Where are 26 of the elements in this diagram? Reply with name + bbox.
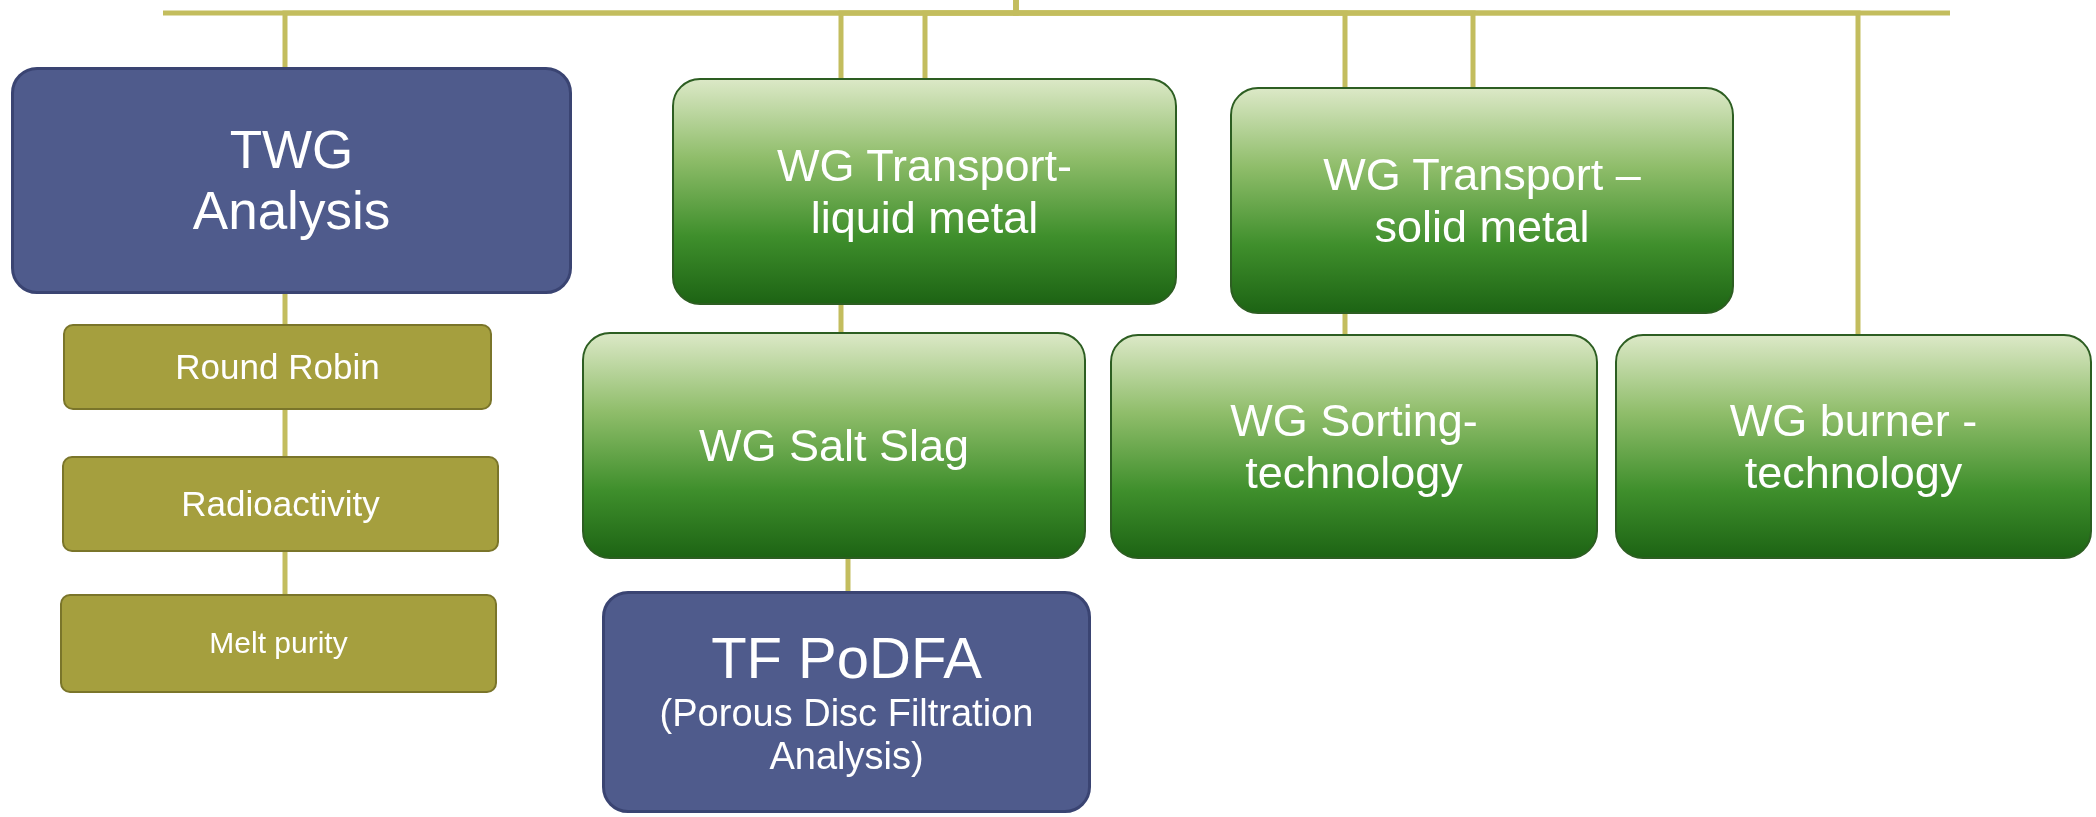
connector-line (282, 552, 288, 594)
working-group-box (1230, 87, 1734, 314)
node-title: WG Transport – solid metal (1322, 148, 1642, 253)
node-title: Radioactivity (181, 483, 380, 525)
node-subtitle: (Porous Disc Filtration Analysis) (658, 691, 1035, 780)
group-box (602, 591, 1091, 813)
working-group-box (1615, 334, 2092, 559)
node-title: WG Salt Slag (698, 419, 970, 472)
working-group-box (672, 78, 1177, 305)
node-title: Round Robin (175, 346, 380, 388)
node-title: WG Transport- liquid metal (775, 139, 1074, 244)
connector-line (845, 559, 851, 591)
node-title: WG burner - technology (1728, 394, 1979, 499)
topic-box (60, 594, 497, 693)
connector-line (1013, 0, 1861, 334)
connector-line (282, 294, 288, 324)
connector-line (282, 410, 288, 456)
node-title: TWG Analysis (191, 119, 392, 242)
node-title: TF PoDFA (711, 624, 982, 692)
node-title: Melt purity (209, 626, 348, 661)
topic-box (63, 324, 492, 410)
node-title: WG Sorting- technology (1229, 394, 1479, 499)
topic-box (62, 456, 499, 552)
working-group-box (1110, 334, 1598, 559)
group-box (11, 67, 572, 294)
working-group-box (582, 332, 1086, 559)
